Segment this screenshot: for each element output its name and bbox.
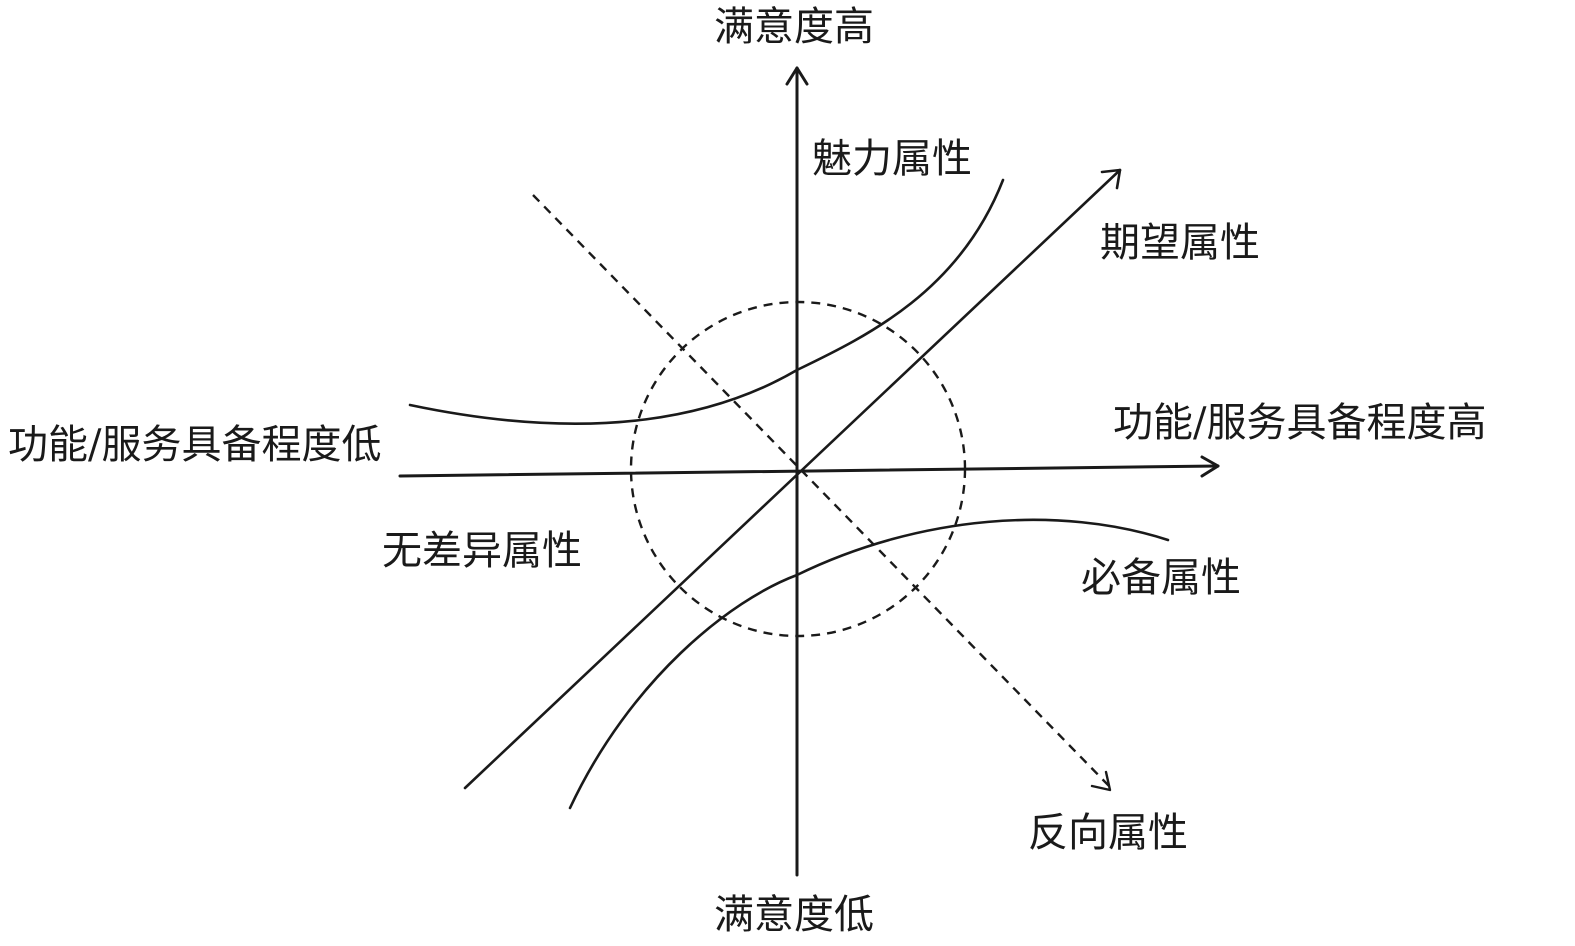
reverse-attribute-label: 反向属性: [1028, 810, 1188, 856]
must-be-attribute-curve: [568, 518, 1170, 810]
reverse-attribute-arrowhead: [1090, 770, 1112, 792]
x-axis-right-label: 功能/服务具备程度高: [1113, 400, 1486, 446]
attractive-attribute-label: 魅力属性: [812, 136, 972, 182]
x-axis-left-label: 功能/服务具备程度低: [8, 422, 381, 468]
x-axis: [398, 464, 1220, 478]
y-axis-top-label: 满意度高: [714, 4, 874, 50]
reverse-attribute-line: [532, 194, 1111, 788]
attractive-attribute-curve: [408, 178, 1005, 426]
x-axis-arrowhead: [1200, 455, 1220, 478]
indifferent-attribute-label: 无差异属性: [382, 528, 582, 574]
one-dimensional-attribute-arrowhead: [1100, 168, 1122, 190]
indifferent-zone-circle: [629, 300, 967, 638]
must-be-attribute-label: 必备属性: [1081, 555, 1241, 601]
y-axis-bottom-label: 满意度低: [714, 892, 874, 938]
y-axis-arrowhead: [785, 66, 809, 86]
one-dimensional-attribute-label: 期望属性: [1100, 220, 1260, 266]
one-dimensional-attribute-line: [463, 168, 1122, 790]
